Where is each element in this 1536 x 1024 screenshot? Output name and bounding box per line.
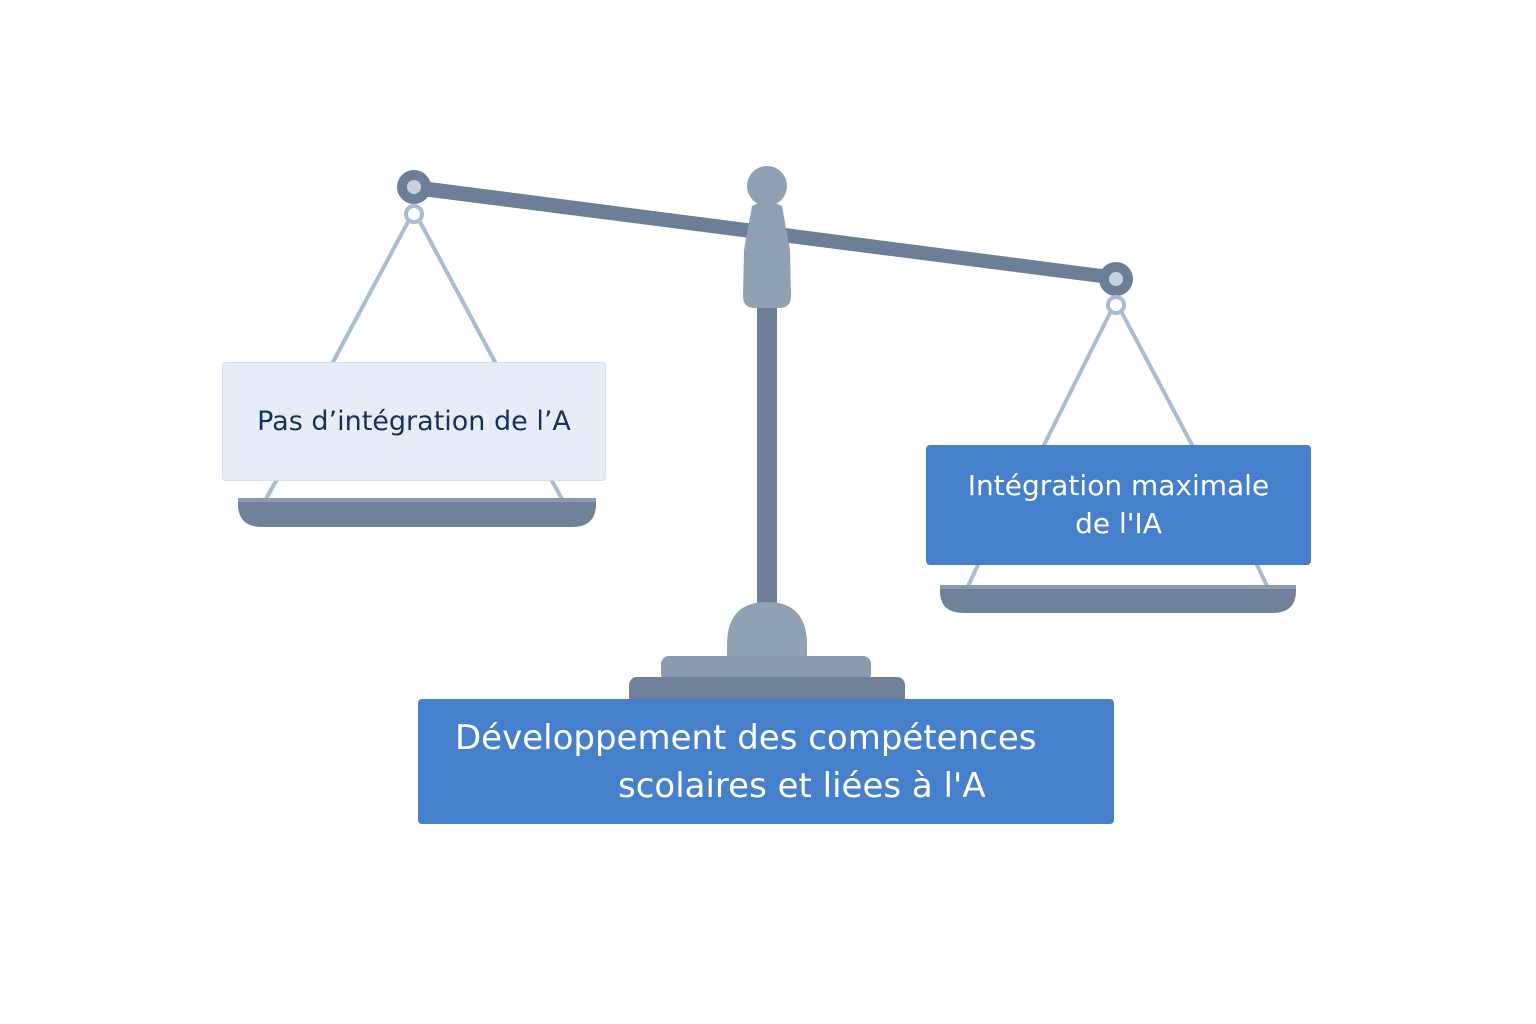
left-hook-ring [404,204,424,224]
left-pan-label-text: Pas d’intégration de l’A [257,406,571,437]
scale-base-step-top [661,656,871,682]
left-pan-chains [264,218,564,501]
scale-post [757,296,777,608]
left-pan-label: Pas d’intégration de l’A [222,362,606,481]
scale-collar [743,202,791,308]
right-pan-label-line1: Intégration maximale [967,469,1270,502]
scale-base-dome [727,602,807,660]
right-hook-ring [1106,295,1126,315]
base-label-line1: Développement des compétences [455,717,1037,758]
right-pan [940,585,1296,613]
right-pan-label: Intégration maximale de l'IA [926,445,1311,565]
base-label-line2: scolaires et liées à l'A [618,765,986,806]
right-pan-label-line2: de l'IA [1075,507,1162,540]
base-label: Développement des compétences scolaires … [418,699,1114,824]
left-pan [238,498,596,527]
scale-top-knob [747,166,787,206]
right-pan-chains [966,309,1269,588]
